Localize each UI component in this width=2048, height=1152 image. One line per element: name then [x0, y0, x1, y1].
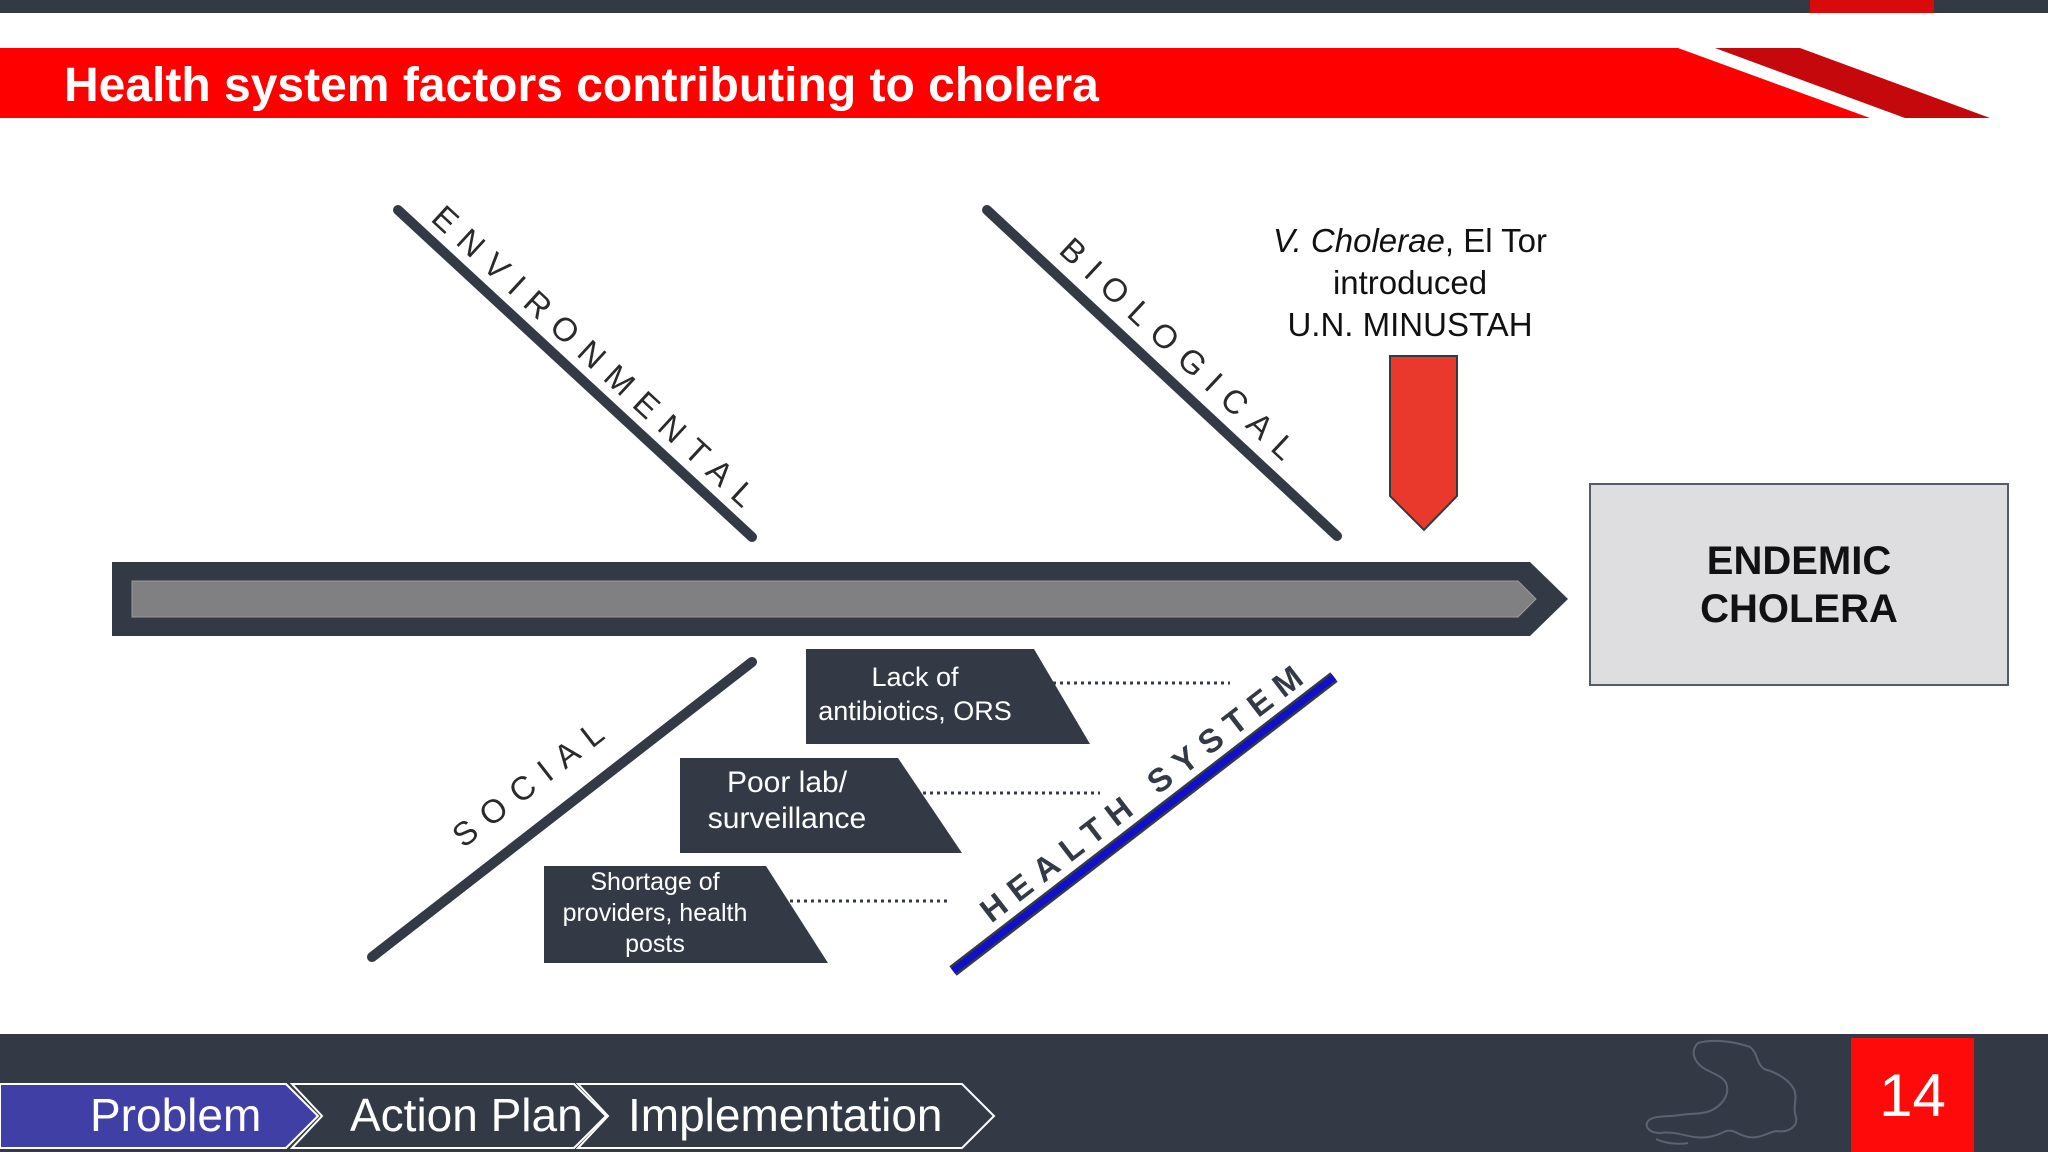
cause-strain: , El Tor — [1444, 222, 1547, 259]
cause-line-1: V. Cholerae, El Tor — [1254, 220, 1566, 262]
title-banner — [0, 48, 1990, 118]
factor-box-2 — [680, 758, 962, 853]
title-banner-shape — [0, 48, 1870, 118]
page-number: 14 — [1879, 1061, 1946, 1129]
cause-line-2: introduced — [1332, 264, 1488, 301]
nav-item-implementation[interactable]: Implementation — [628, 1089, 943, 1141]
down-arrow-icon — [1389, 355, 1458, 532]
effect-label: ENDEMIC CHOLERA — [1700, 537, 1898, 633]
factor-2-line-1: Poor lab/ — [726, 766, 848, 799]
biological-bone — [982, 205, 1342, 541]
factor-2-line-2: surveillance — [707, 802, 867, 835]
factor-1-line-2: antibiotics, ORS — [818, 696, 1012, 726]
factor-1-line-1: Lack of — [871, 662, 959, 692]
title-banner-stripe — [1715, 48, 1990, 118]
nav-item-problem[interactable]: Problem — [90, 1089, 262, 1141]
effect-line-1: ENDEMIC — [1706, 538, 1892, 583]
effect-box: ENDEMIC CHOLERA — [1589, 483, 2009, 686]
environmental-bone — [393, 205, 757, 542]
cause-line-3: U.N. MINUSTAH — [1287, 306, 1533, 343]
nav-chevron-implementation — [575, 1083, 996, 1149]
factor-text-1: Lack of antibiotics, ORS — [806, 660, 1024, 728]
factor-text-3: Shortage of providers, health posts — [544, 867, 766, 960]
factor-3-line-3: posts — [625, 930, 685, 958]
health-system-bone-highlight — [950, 674, 1337, 974]
effect-line-2: CHOLERA — [1700, 586, 1898, 631]
top-bar-accent — [1810, 0, 1934, 13]
spine-inner — [131, 580, 1537, 618]
factor-box-3 — [544, 866, 828, 963]
factor-text-2: Poor lab/ surveillance — [680, 765, 894, 837]
factor-3-line-2: providers, health — [562, 899, 748, 927]
top-bar — [0, 0, 2048, 13]
page-number-box: 14 — [1851, 1038, 1974, 1152]
factor-box-1 — [806, 649, 1090, 744]
slide-title: Health system factors contributing to ch… — [64, 59, 1099, 112]
social-bone — [367, 657, 757, 962]
section-nav — [0, 1083, 996, 1149]
factor-3-line-1: Shortage of — [590, 868, 720, 896]
nav-chevron-problem — [0, 1083, 320, 1149]
haiti-map-outline-icon — [1645, 1039, 1798, 1145]
cause-organism: V. Cholerae — [1273, 222, 1445, 259]
cause-label: V. Cholerae, El Tor introduced U.N. MINU… — [1254, 220, 1566, 346]
nav-chevron-action-plan — [289, 1083, 608, 1149]
nav-item-action-plan[interactable]: Action Plan — [350, 1089, 583, 1141]
